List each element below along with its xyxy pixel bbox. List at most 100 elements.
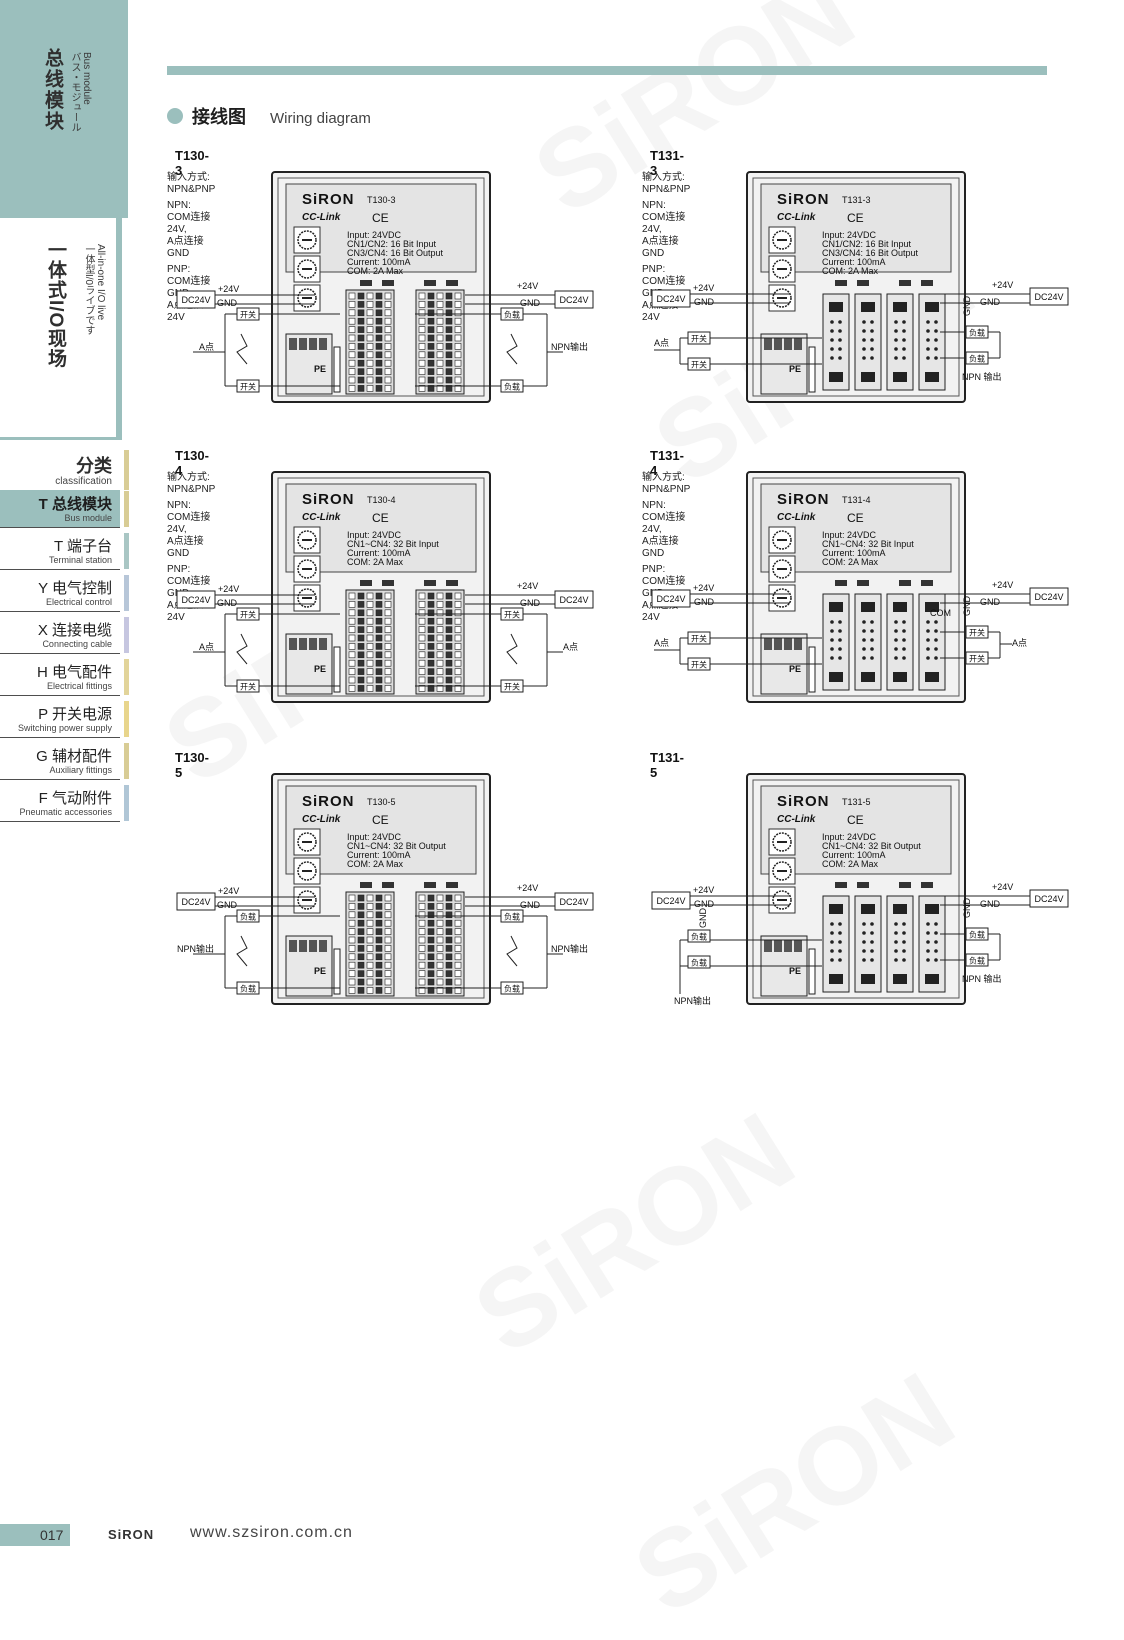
nav-item-label: Y 电气控制 xyxy=(38,580,112,597)
terminal-block xyxy=(345,891,395,997)
note-line: NPN: COM连接24V, xyxy=(167,200,211,235)
rotary-switch-icon xyxy=(768,886,796,914)
nav-item-sublabel: Switching power supply xyxy=(17,723,112,733)
nav-item-label: P 开关电源 xyxy=(38,706,112,723)
gnd-vertical-left: GND xyxy=(698,908,708,929)
gnd-left: GND xyxy=(694,899,715,909)
spec-input: Input: 24VDC xyxy=(347,530,402,540)
note-line: 输入方式: xyxy=(642,472,685,483)
module-brand-logo: SiRON xyxy=(777,191,830,208)
ce-mark: CE xyxy=(372,813,389,827)
module-model: T131-3 xyxy=(842,195,871,205)
cn-indicator xyxy=(382,580,394,586)
dc24v-label-left-text: DC24V xyxy=(656,594,685,604)
power-connector: PE xyxy=(285,935,341,997)
gnd-vertical-right: GND xyxy=(962,296,972,317)
ce-mark: CE xyxy=(372,211,389,225)
rotary-switch-icon xyxy=(293,886,321,914)
rotary-switch-icon xyxy=(768,526,796,554)
p24v-left: +24V xyxy=(218,284,239,294)
spec-input: Input: 24VDC xyxy=(347,832,402,842)
gnd-right: GND xyxy=(980,597,1001,607)
note-line: NPN&PNP xyxy=(167,484,216,495)
left-side-label: A点 xyxy=(199,342,214,352)
left-device-box-bottom-text: 开关 xyxy=(240,682,256,692)
pe-label: PE xyxy=(789,966,801,976)
cn-indicator xyxy=(921,580,933,586)
cn-indicator xyxy=(360,580,372,586)
right-device-box-top-text: 负载 xyxy=(969,328,985,338)
left-device-box-top-text: 负载 xyxy=(240,912,256,922)
left-device-box-bottom-text: 开关 xyxy=(240,382,256,392)
idc-connector xyxy=(918,293,946,391)
spec-com: COM: 2A Max xyxy=(347,266,404,276)
left-side-label: NPN输出 xyxy=(177,943,214,954)
diagram-model-label: T130-4 xyxy=(175,448,209,478)
cclink-logo: CC-Link xyxy=(777,512,816,523)
note-line: NPN&PNP xyxy=(167,184,216,195)
rotary-switch-icon xyxy=(293,526,321,554)
right-device-box-top-text: 负载 xyxy=(969,930,985,940)
nav-item-color-bar xyxy=(124,701,129,737)
ce-mark: CE xyxy=(372,511,389,525)
right-device-box-bottom: 负载 xyxy=(500,379,524,393)
rotary-switch-icon xyxy=(293,584,321,612)
section-subtitle: Wiring diagram xyxy=(270,110,371,127)
idc-connector xyxy=(886,593,914,691)
com-label: COM xyxy=(930,608,951,618)
note-line: A点连接GND xyxy=(167,536,204,559)
ce-mark: CE xyxy=(847,511,864,525)
rotary-switch-icon xyxy=(293,857,321,885)
terminal-block xyxy=(415,891,465,997)
dc24v-label-right-text: DC24V xyxy=(1034,592,1063,602)
footer-url[interactable]: www.szsiron.com.cn xyxy=(190,1524,353,1541)
spec-current: Current: 100mA xyxy=(347,257,411,267)
rotary-switch-icon xyxy=(293,226,321,254)
nav-item-label: T 端子台 xyxy=(53,538,112,555)
p24v-right: +24V xyxy=(992,882,1013,892)
left-side-label: A点 xyxy=(199,642,214,652)
spec-cn: CN1~CN4: 32 Bit Output xyxy=(347,841,446,851)
sidebar-mid-block xyxy=(0,218,122,440)
p24v-right: +24V xyxy=(992,280,1013,290)
dc24v-label-left: DC24V xyxy=(176,590,216,609)
note-line: NPN&PNP xyxy=(642,484,691,495)
left-device-box-top: 负载 xyxy=(236,909,260,923)
nav-item-label: F 气动附件 xyxy=(38,790,112,807)
diagram-model-label: T130-5 xyxy=(175,750,209,780)
p24v-left: +24V xyxy=(218,584,239,594)
spec-current: Current: 100mA xyxy=(347,548,411,558)
idc-connector xyxy=(822,593,850,691)
dc24v-label-right-text: DC24V xyxy=(1034,292,1063,302)
right-device-box-top: 负载 xyxy=(500,307,524,321)
note-line: 输入方式: xyxy=(642,172,685,183)
note-line: NPN: COM连接24V, xyxy=(167,500,211,535)
dc24v-label-right-text: DC24V xyxy=(559,897,588,907)
right-device-box-top-text: 开关 xyxy=(504,610,520,620)
left-device-box-bottom-text: 负载 xyxy=(691,958,707,968)
nav-item-sublabel: Terminal station xyxy=(48,555,112,565)
ce-mark: CE xyxy=(847,211,864,225)
p24v-left: +24V xyxy=(693,583,714,593)
right-side-label: NPN 输出 xyxy=(962,371,1002,382)
dc24v-label-right: DC24V xyxy=(554,892,594,911)
left-device-box-top-text: 负载 xyxy=(691,932,707,942)
idc-connector xyxy=(854,895,882,993)
gnd-right: GND xyxy=(520,900,541,910)
p24v-left: +24V xyxy=(693,885,714,895)
pe-label: PE xyxy=(789,664,801,674)
rotary-switch-icon xyxy=(768,584,796,612)
right-device-box-top: 开关 xyxy=(500,607,524,621)
nav-item-color-bar xyxy=(124,659,129,695)
